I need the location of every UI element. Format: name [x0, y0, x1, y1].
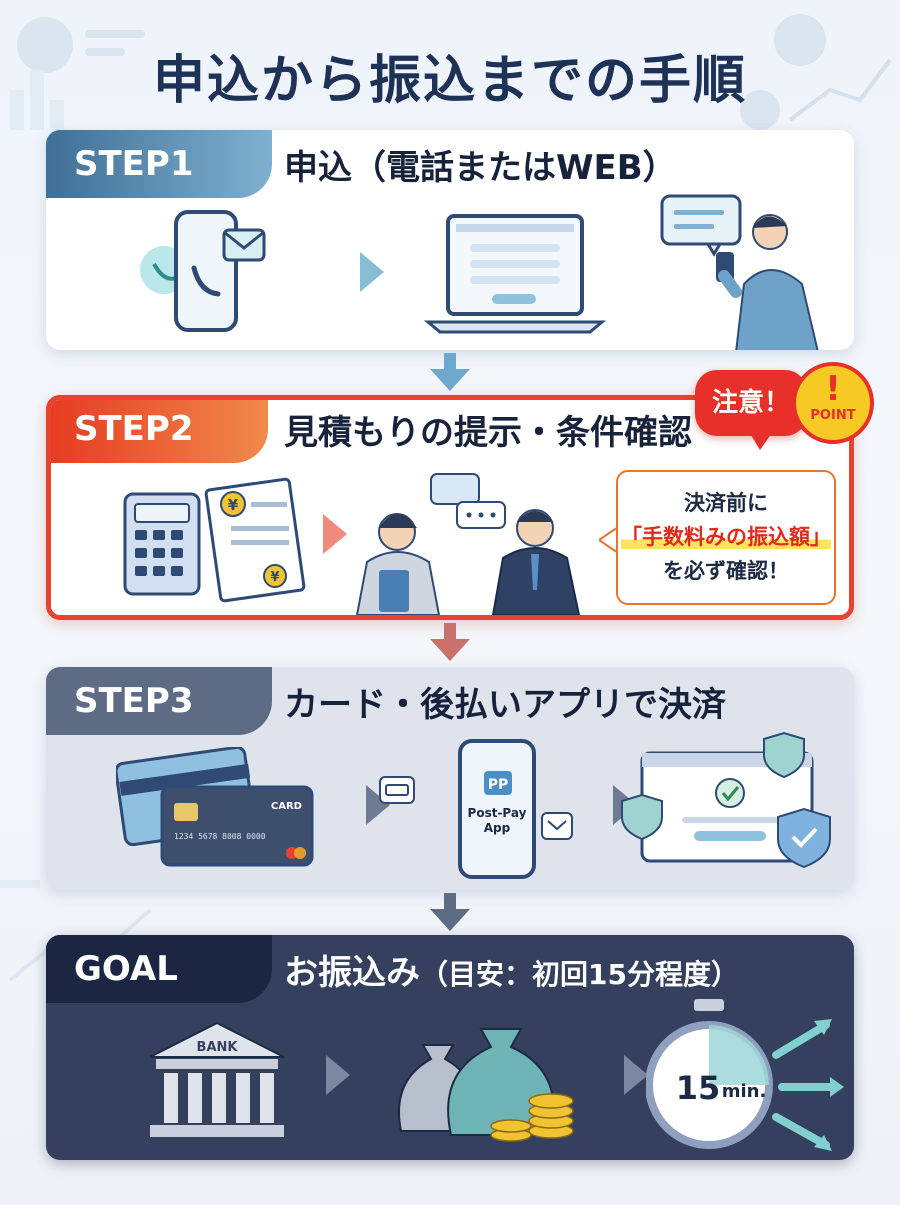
card-number: 1234 5678 8008 0000 — [174, 832, 266, 841]
down-arrow-1-icon — [430, 353, 470, 391]
goal-title-sub: （目安：初回15分程度） — [420, 958, 739, 991]
callout-line3: を必ず確認！ — [663, 559, 789, 583]
point-badge: ! POINT — [792, 362, 874, 444]
arrow-right-icon — [624, 1055, 648, 1095]
step1-tag: STEP1 — [46, 130, 272, 198]
person-with-smartphone-illustration — [660, 194, 819, 350]
goal-title: お振込み（目安：初回15分程度） — [284, 943, 739, 1003]
confirmation-callout: 決済前に 「手数料みの振込額」 を必ず確認！ — [616, 470, 836, 605]
timer-unit: min. — [722, 1081, 767, 1102]
phone-call-illustration — [140, 210, 266, 332]
arrow-right-icon — [366, 785, 390, 825]
page-title: 申込から振込までの手順 — [152, 51, 747, 111]
arrow-right-icon — [360, 252, 384, 292]
laptop-web-form-illustration — [423, 214, 607, 334]
down-arrow-2-icon — [430, 623, 470, 661]
goal-tag: GOAL — [46, 935, 272, 1003]
step3-title: カード・後払いアプリで決済 — [284, 685, 726, 725]
step2-tag: STEP2 — [51, 400, 268, 463]
step1-panel: STEP1 申込（電話またはWEB） — [46, 130, 854, 350]
arrow-right-icon — [323, 514, 347, 554]
yen-symbol-2: ¥ — [270, 570, 279, 585]
money-bags-illustration — [398, 1028, 574, 1142]
calculator-invoice-illustration: ¥ ¥ — [123, 477, 306, 603]
arrow-right-icon — [326, 1055, 350, 1095]
app-logo: PP — [488, 777, 509, 793]
step3-panel: STEP3 カード・後払いアプリで決済 CARD 1234 5678 8008 … — [46, 667, 854, 890]
credit-card-illustration: CARD 1234 5678 8008 0000 — [116, 747, 314, 867]
step3-tag: STEP3 — [46, 667, 272, 735]
bank-building-illustration: BANK — [149, 1021, 285, 1137]
secure-payment-illustration — [621, 731, 831, 869]
step2-title: 見積もりの提示・条件確認 — [284, 413, 692, 453]
callout-line1: 決済前に — [684, 491, 768, 515]
point-label: POINT — [810, 408, 856, 423]
timer-number: 15 — [676, 1069, 721, 1107]
app-name-line1: Post-Pay — [468, 806, 527, 820]
stopwatch-illustration: 15 min. — [646, 999, 844, 1151]
business-consultation-illustration — [355, 473, 581, 615]
bank-label: BANK — [197, 1040, 239, 1055]
post-pay-app-illustration: PP Post-Pay App — [379, 739, 573, 879]
goal-panel: GOAL お振込み（目安：初回15分程度） BANK 15 min. — [46, 935, 854, 1160]
step1-title: 申込（電話またはWEB） — [284, 148, 677, 188]
down-arrow-3-icon — [430, 893, 470, 931]
card-label: CARD — [271, 801, 302, 812]
warning-bubble: 注意！ — [695, 370, 807, 436]
warning-bubble-tail — [748, 430, 774, 450]
exclamation-icon: ! — [825, 369, 841, 409]
goal-title-main: お振込み — [284, 953, 420, 993]
yen-symbol-1: ¥ — [228, 496, 239, 514]
callout-highlight: 「手数料みの振込額」 — [621, 525, 831, 549]
app-name-line2: App — [484, 821, 511, 835]
